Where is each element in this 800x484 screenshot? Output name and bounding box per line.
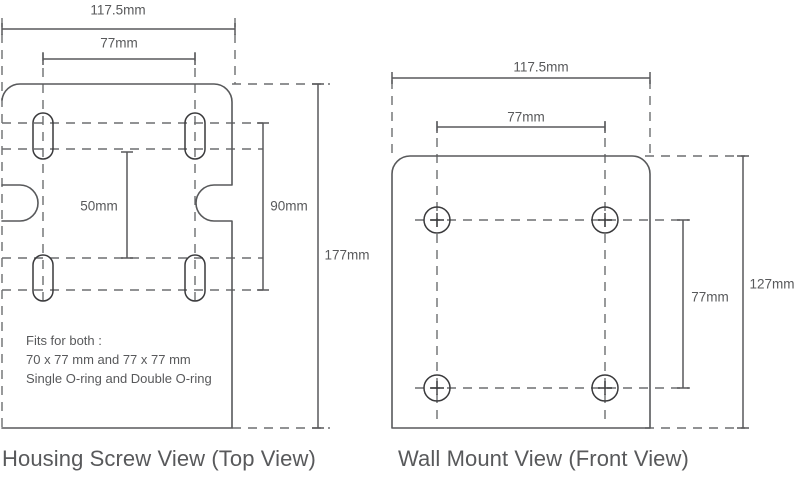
dim-wall-height-127: 127mm (737, 155, 795, 429)
caption-wall-mount-view: Wall Mount View (Front View) (398, 446, 689, 471)
dim-label-wall-width-77: 77mm (507, 110, 545, 125)
dim-label-wall-height-77: 77mm (691, 290, 729, 305)
wall-extension-lines (391, 80, 745, 429)
housing-extension-lines (1, 18, 330, 430)
dim-label-housing-height-90: 90mm (270, 199, 308, 214)
dim-wall-height-77: 77mm (677, 219, 729, 389)
dim-housing-width-117: 117.5mm (1, 3, 236, 35)
wall-screw-holes (423, 206, 619, 402)
housing-slot-holes (32, 112, 206, 302)
dim-label-housing-height-177: 177mm (324, 248, 369, 263)
screw-hole-top-left (423, 206, 451, 234)
hole-circle (423, 374, 451, 402)
slot-hole-top-left (32, 112, 54, 160)
slot-hole-top-right (184, 112, 206, 160)
dim-label-housing-gap-50: 50mm (80, 199, 118, 214)
side-notch-left (1, 184, 39, 222)
dim-label-wall-height-127: 127mm (749, 277, 794, 292)
hole-circle (591, 206, 619, 234)
dim-label-housing-width-117: 117.5mm (90, 3, 145, 18)
caption-housing-screw-view: Housing Screw View (Top View) (2, 446, 316, 471)
crosshair-icon (430, 213, 444, 227)
dim-housing-gap-50: 50mm (80, 151, 133, 259)
crosshair-icon (598, 213, 612, 227)
housing-screw-view-group: 117.5mm 77mm 50mm 90mm (1, 3, 370, 430)
screw-hole-top-right (591, 206, 619, 234)
screw-hole-bottom-right (591, 374, 619, 402)
hole-circle (423, 206, 451, 234)
crosshair-icon (430, 381, 444, 395)
crosshair-icon (598, 381, 612, 395)
dim-wall-width-117: 117.5mm (391, 60, 651, 84)
housing-note-block: Fits for both : 70 x 77 mm and 77 x 77 m… (26, 333, 212, 386)
dim-housing-width-77: 77mm (42, 36, 196, 65)
slot-hole-bottom-right (184, 254, 206, 302)
housing-outline (1, 83, 233, 429)
wall-mount-view-group: 117.5mm 77mm 77mm 127mm (391, 60, 795, 429)
slot-hole-bottom-left (32, 254, 54, 302)
hole-circle (591, 374, 619, 402)
dim-label-wall-width-117: 117.5mm (513, 60, 568, 75)
wall-plate-outline (391, 155, 651, 429)
note-line-3: Single O-ring and Double O-ring (26, 371, 212, 386)
dim-wall-width-77: 77mm (436, 110, 606, 133)
note-line-2: 70 x 77 mm and 77 x 77 mm (26, 352, 191, 367)
note-line-1: Fits for both : (26, 333, 102, 348)
screw-hole-bottom-left (423, 374, 451, 402)
dim-housing-height-90: 90mm (257, 122, 308, 291)
dim-label-housing-width-77: 77mm (100, 36, 138, 51)
dim-housing-height-177: 177mm (312, 83, 370, 429)
